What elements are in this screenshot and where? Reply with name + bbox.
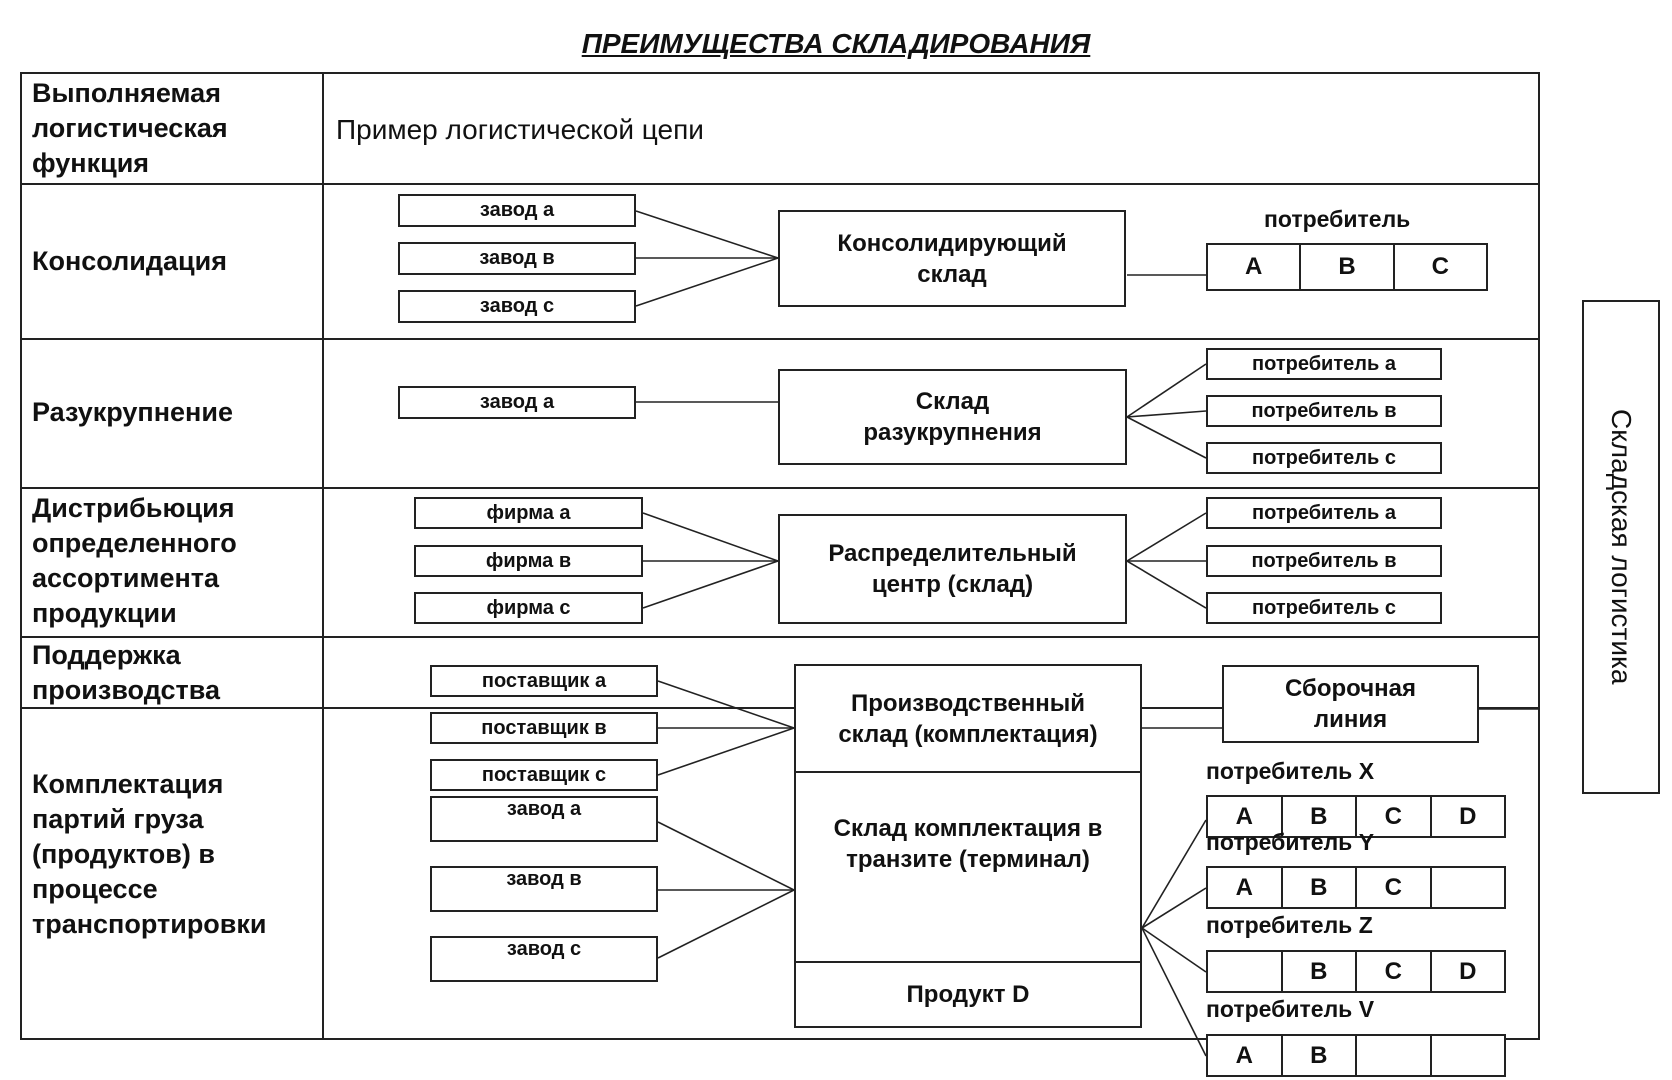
consumer-cells: A B xyxy=(1206,1034,1506,1077)
consumer-cell: C xyxy=(1392,245,1486,289)
consumer-cell xyxy=(1208,952,1281,991)
source-box: завод с xyxy=(398,290,636,323)
consumer-cells: A B C xyxy=(1206,866,1506,909)
consumer-box: потребитель с xyxy=(1206,442,1442,474)
consumer-box: потребитель а xyxy=(1206,348,1442,380)
consumer-box: потребитель с xyxy=(1206,592,1442,624)
function-transit: Комплектация партий груза (продуктов) в … xyxy=(32,769,267,939)
consumer-cells: A B C D xyxy=(1206,795,1506,838)
consumer-cell: B xyxy=(1280,797,1356,836)
row-divider xyxy=(20,487,1540,489)
consumer-cell: A xyxy=(1235,1041,1253,1069)
side-label-box: Складская логистика xyxy=(1582,300,1660,794)
consumer-cell: B xyxy=(1280,868,1356,907)
connector xyxy=(642,512,779,562)
function-distribution: Дистрибьюция определенного ассортимента … xyxy=(32,493,237,628)
connector xyxy=(1126,512,1207,562)
connector xyxy=(1141,819,1207,929)
row-divider xyxy=(20,636,1540,638)
connector xyxy=(1126,416,1207,459)
row-divider xyxy=(20,707,1540,709)
consumer-box: потребитель а xyxy=(1206,497,1442,529)
consumer-cell: B xyxy=(1280,1036,1356,1075)
column-divider xyxy=(322,72,324,1040)
connector xyxy=(635,257,779,307)
side-label: Складская логистика xyxy=(1606,409,1637,685)
consumer-cell: D xyxy=(1429,797,1505,836)
table-border-left xyxy=(20,72,22,1040)
consumer-cell: A xyxy=(1235,802,1253,830)
consumer-cell: C xyxy=(1355,797,1430,836)
consumer-cell: B xyxy=(1299,245,1392,289)
source-box: поставщик с xyxy=(430,759,658,791)
connector xyxy=(1141,927,1207,973)
connector xyxy=(1126,363,1207,418)
source-box: завод а xyxy=(398,194,636,227)
consumer-cell xyxy=(1429,868,1505,907)
source-box: поставщик в xyxy=(430,712,658,744)
function-production: Поддержка производства xyxy=(32,640,220,705)
source-box: завод а xyxy=(398,386,636,419)
consumer-cell: B xyxy=(1280,952,1356,991)
consumer-cell: A xyxy=(1235,873,1253,901)
consumer-cell: C xyxy=(1355,952,1430,991)
connector xyxy=(1141,927,1207,1057)
source-box: фирма с xyxy=(414,592,643,624)
source-box: завод в xyxy=(430,866,658,912)
source-box: фирма а xyxy=(414,497,643,529)
function-consolidation: Консолидация xyxy=(32,246,227,276)
consumer-cell: D xyxy=(1429,952,1505,991)
row-divider xyxy=(20,183,1540,185)
production-warehouse-box: Производственный склад (комплектация) xyxy=(794,664,1142,773)
consolidating-warehouse-box: Консолидирующий склад xyxy=(778,210,1126,307)
connector xyxy=(657,821,795,891)
connector xyxy=(657,680,795,729)
distribution-center-box: Распределительный центр (склад) xyxy=(778,514,1127,624)
consumer-cell xyxy=(1355,1036,1430,1075)
connector xyxy=(1126,560,1207,609)
table-border-bottom xyxy=(20,1038,1540,1040)
header-function-col: Выполняемая логистическая функция xyxy=(32,78,228,178)
consumer-cell: C xyxy=(1355,868,1430,907)
connector xyxy=(657,727,795,776)
transit-terminal-box: Склад комплектация в транзите (терминал) xyxy=(794,771,1142,963)
consumer-label: потребитель X xyxy=(1206,758,1375,784)
connector xyxy=(642,560,779,609)
consumer-cell: A xyxy=(1244,253,1263,280)
header-example-col: Пример логистической цепи xyxy=(336,114,704,145)
connector xyxy=(635,210,779,259)
source-box: поставщик а xyxy=(430,665,658,697)
consumer-label: потребитель xyxy=(1264,206,1411,232)
connector xyxy=(657,889,795,959)
consumer-box: потребитель в xyxy=(1206,545,1442,577)
consumer-label: потребитель V xyxy=(1206,996,1375,1022)
assembly-line-box: Сборочная линия xyxy=(1222,665,1479,743)
breakbulk-warehouse-box: Склад разукрупнения xyxy=(778,369,1127,465)
product-d-box: Продукт D xyxy=(794,961,1142,1028)
source-box: завод с xyxy=(430,936,658,982)
consumer-box: потребитель в xyxy=(1206,395,1442,427)
page-title: ПРЕИМУЩЕСТВА СКЛАДИРОВАНИЯ xyxy=(581,28,1091,59)
source-box: фирма в xyxy=(414,545,643,577)
consumer-label: потребитель Y xyxy=(1206,829,1375,855)
row-divider xyxy=(20,338,1540,340)
source-box: завод а xyxy=(430,796,658,842)
connector xyxy=(1141,887,1207,929)
connector xyxy=(1126,410,1207,418)
consumer-cells: A B C xyxy=(1206,243,1488,291)
source-box: завод в xyxy=(398,242,636,275)
consumer-cell xyxy=(1429,1036,1505,1075)
consumer-cells: B C D xyxy=(1206,950,1506,993)
consumer-label: потребитель Z xyxy=(1206,912,1373,938)
table-border-right xyxy=(1538,72,1540,1040)
function-breakbulk: Разукрупнение xyxy=(32,397,233,427)
table-border-top xyxy=(20,72,1540,74)
